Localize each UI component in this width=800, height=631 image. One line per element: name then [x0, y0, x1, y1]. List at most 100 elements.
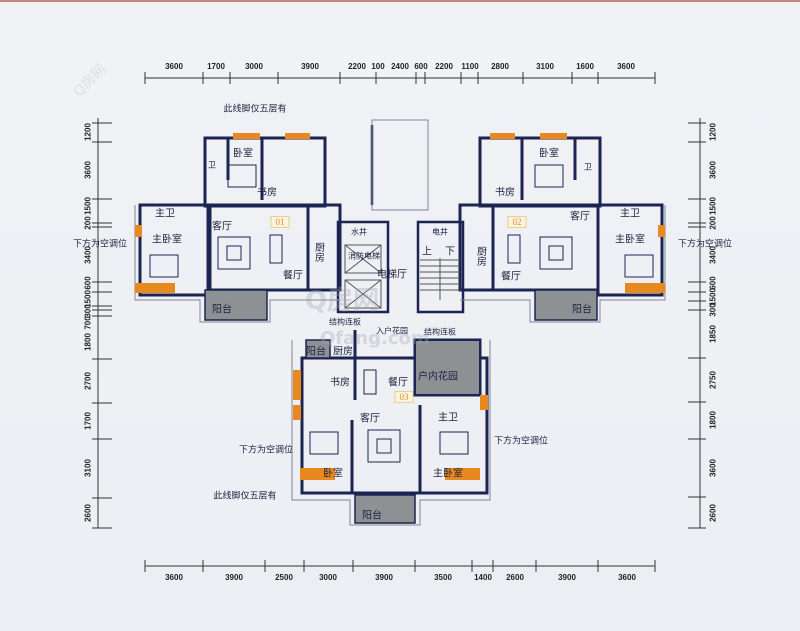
room-bedroom: 卧室 — [323, 468, 343, 480]
room-bedroom: 卧室 — [539, 148, 559, 160]
bay-windows — [135, 133, 665, 480]
stair-down: 下 — [445, 246, 455, 258]
dim-label: 2200 — [348, 62, 366, 71]
entry-garden: 入户花园 — [376, 326, 408, 336]
dim-label: 1600 — [576, 62, 594, 71]
ac-note-03-right: 下方为空调位 — [493, 436, 549, 447]
dim-label: 3900 — [301, 62, 319, 71]
dim-label: 3000 — [245, 62, 263, 71]
dim-label: 1200 — [83, 123, 93, 141]
room-master-bedroom: 主卧室 — [615, 234, 645, 246]
top-border — [0, 0, 800, 2]
ac-note-03-left: 下方为空调位 — [238, 445, 294, 456]
room-living: 客厅 — [360, 413, 380, 425]
dimension-ticks — [92, 72, 706, 572]
balconies — [204, 289, 598, 524]
dim-label: 1500 — [83, 197, 93, 215]
dim-label: 2800 — [491, 62, 509, 71]
dim-label: 3900 — [558, 573, 576, 582]
dim-label: 2400 — [391, 62, 409, 71]
dim-label: 600 — [83, 276, 93, 290]
unit-badge: 02 — [507, 216, 527, 228]
dim-label: 600 — [414, 62, 428, 71]
room-study: 书房 — [257, 187, 277, 199]
dim-label: 100 — [371, 62, 385, 71]
room-indoor-garden: 户内花园 — [418, 371, 458, 383]
dim-label: 3000 — [319, 573, 337, 582]
room-living: 客厅 — [570, 211, 590, 223]
room-balcony: 阳台 — [572, 304, 592, 316]
dim-label: 2700 — [83, 372, 93, 390]
dim-label: 200 — [83, 216, 93, 230]
dim-label: 3600 — [83, 161, 93, 179]
furniture — [149, 164, 654, 463]
dim-label: 200 — [708, 216, 718, 230]
dim-label: 3100 — [83, 459, 93, 477]
dim-label: 1500 — [708, 197, 718, 215]
dim-label: 1700 — [83, 412, 93, 430]
fire-elevator: 消防电梯 — [348, 251, 380, 261]
dim-label: 3600 — [165, 573, 183, 582]
dim-label: 2750 — [708, 371, 718, 389]
dim-label: 2600 — [83, 504, 93, 522]
dim-label: 3600 — [165, 62, 183, 71]
stair-treads — [420, 258, 460, 300]
indoor-garden-fill — [416, 341, 479, 394]
unit-03-walls — [300, 330, 489, 495]
room-study: 书房 — [330, 377, 350, 389]
dim-label: 1400 — [474, 573, 492, 582]
dim-label: 3600 — [617, 62, 635, 71]
elevator-hall: 电梯厅 — [377, 269, 407, 281]
room-study: 书房 — [495, 187, 515, 199]
room-dining: 餐厅 — [283, 270, 303, 282]
structural-slab-left: 结构连板 — [329, 317, 361, 327]
molding-note-bottom: 此线脚仅五层有 — [213, 491, 277, 502]
room-master-bath: 主卫 — [155, 208, 175, 220]
unit-badge: 03 — [394, 391, 414, 403]
dim-label: 1800 — [708, 411, 718, 429]
room-master-bedroom: 主卧室 — [152, 234, 182, 246]
dim-label: 3600 — [618, 573, 636, 582]
room-balcony: 阳台 — [212, 304, 232, 316]
elevator-crosses — [344, 244, 382, 309]
room-master-bedroom: 主卧室 — [433, 468, 463, 480]
dim-label: 3900 — [225, 573, 243, 582]
dim-label: 1200 — [708, 123, 718, 141]
dim-label: 3600 — [708, 161, 718, 179]
ac-note-02: 下方为空调位 — [677, 239, 733, 250]
molding-note-top: 此线脚仅五层有 — [223, 104, 287, 115]
watermark-logo: Q房网 — [305, 286, 380, 316]
dim-label: 2200 — [435, 62, 453, 71]
stair-up: 上 — [422, 246, 432, 258]
dim-label: 2500 — [275, 573, 293, 582]
room-bedroom: 卧室 — [233, 148, 253, 160]
dim-label: 3100 — [536, 62, 554, 71]
room-kitchen: 厨房 — [333, 346, 353, 358]
room-bath: 卫 — [208, 160, 216, 170]
dim-label: 700 — [83, 316, 93, 330]
unit-badge: 01 — [270, 216, 290, 228]
room-master-bath: 主卫 — [620, 208, 640, 220]
water-shaft: 水井 — [351, 227, 367, 237]
electric-shaft: 电井 — [432, 227, 448, 237]
room-kitchen: 厨房 — [474, 246, 486, 266]
dim-label: 1700 — [207, 62, 225, 71]
dim-label: 3600 — [708, 459, 718, 477]
room-balcony: 阳台 — [362, 510, 382, 522]
room-dining: 餐厅 — [388, 377, 408, 389]
room-bath: 卫 — [584, 162, 592, 172]
dim-label: 3900 — [375, 573, 393, 582]
dim-label: 1850 — [708, 325, 718, 343]
dim-label: 300 — [708, 303, 718, 317]
dim-label: 3500 — [434, 573, 452, 582]
dim-label: 2600 — [708, 504, 718, 522]
dim-label: 1100 — [461, 62, 479, 71]
ac-note-01: 下方为空调位 — [72, 239, 128, 250]
room-kitchen: 厨房 — [312, 242, 324, 262]
room-dining: 餐厅 — [501, 271, 521, 283]
watermark-url: Qfang.com — [320, 328, 430, 349]
dim-label: 1800 — [83, 333, 93, 351]
room-master-bath: 主卫 — [438, 412, 458, 424]
room-living: 客厅 — [212, 221, 232, 233]
unit-01-walls — [138, 136, 342, 297]
